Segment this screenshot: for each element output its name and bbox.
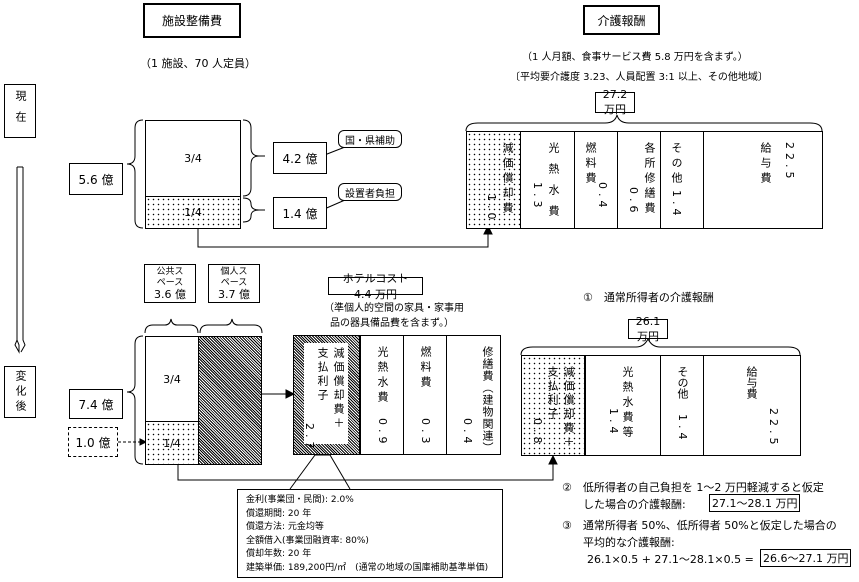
note-3-line-1: ③ 通常所得者 50%、低所得者 50%と仮定した場合の	[562, 519, 837, 532]
condition-item: 償還方法: 元金均等	[246, 522, 324, 532]
condition-item: 全額借入(事業団融資率: 80%)	[246, 535, 369, 546]
current-fee-total: 27.2 万円	[595, 88, 635, 116]
condition-item: 償還期間: 20 年	[246, 508, 312, 519]
label-now: 現在	[4, 84, 36, 138]
facility-title: 施設整備費	[143, 3, 241, 38]
condition-item: 建築単価: 189,200円/㎡ (通常の地域の国庫補助基準単価)	[246, 562, 489, 573]
condition-item: 金利(事業団・民間): 2.0%	[246, 495, 354, 505]
normal-fee-heading: ① 通常所得者の介護報酬	[583, 291, 714, 304]
current-lower-block: 1/4	[145, 196, 241, 229]
after-lower-block: 1/4	[145, 421, 199, 465]
note-2-value: 27.1～28.1 万円	[709, 494, 801, 512]
note-3-formula: 26.1×0.5 + 27.1～28.1×0.5 =	[587, 553, 754, 566]
current-upper-block: 3/4	[145, 120, 241, 197]
care-title: 介護報酬	[583, 5, 660, 35]
label-after: 変化後	[4, 366, 36, 418]
hotel-cost-title: ホテルコスト 4.4 万円	[328, 272, 423, 301]
owner-callout: 設置者負担	[338, 183, 402, 201]
note-2-line-1: ② 低所得者の自己負担を 1～2 万円軽減すると仮定	[562, 481, 824, 494]
conditions-box: 金利(事業団・民間): 2.0% 償還期間: 20 年 償還方法: 元金均等 全…	[237, 489, 503, 578]
hotel-col-repair: 修繕費（建物関連）0.4	[461, 346, 494, 454]
note-3-value: 26.6～27.1 万円	[760, 549, 852, 567]
care-note-1: （1 人月額、食事サービス費 5.8 万円を含まず。）	[522, 52, 748, 63]
hotel-note-2: 品の器具備品費を含まず。）	[330, 318, 454, 329]
note-3-line-2: 平均的な介護報酬:	[583, 536, 675, 549]
note-2-line-2: した場合の介護報酬:	[583, 498, 686, 511]
facility-note: （1 施設、70 人定員）	[140, 57, 256, 70]
after-extra: 1.0 億	[68, 427, 118, 457]
after-total: 7.4 億	[69, 389, 123, 419]
normal-fee-total: 26.1 万円	[628, 315, 668, 343]
condition-item: 償却年数: 20 年	[246, 549, 312, 559]
subsidy-callout: 国・県補助	[338, 130, 402, 148]
after-upper-block: 3/4	[145, 336, 199, 422]
private-space-block	[198, 336, 262, 465]
owner-amount: 1.4 億	[273, 197, 327, 229]
hotel-note-1: （準個人的空間の家具・家事用	[324, 303, 464, 314]
care-note-2: 〔平均要介護度 3.23、人員配置 3:1 以上、その他地域〕	[510, 72, 768, 83]
current-total: 5.6 億	[69, 163, 123, 195]
subsidy-amount: 4.2 億	[273, 142, 327, 174]
